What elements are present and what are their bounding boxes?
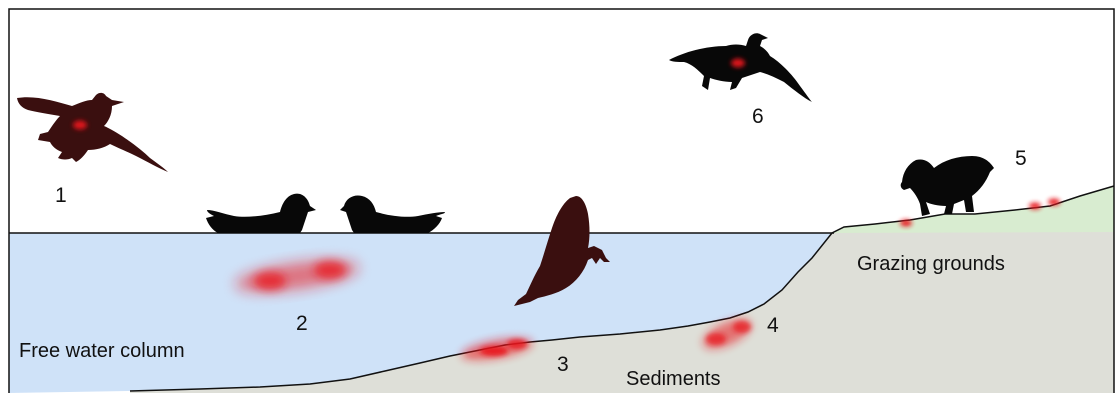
hotspot-1 bbox=[73, 121, 87, 130]
grazing-grounds-label: Grazing grounds bbox=[857, 253, 1005, 276]
label-2: 2 bbox=[296, 312, 308, 336]
label-3: 3 bbox=[557, 353, 569, 377]
label-1: 1 bbox=[55, 184, 67, 208]
label-6: 6 bbox=[752, 105, 764, 129]
free-water-column-label: Free water column bbox=[19, 340, 185, 363]
label-5: 5 bbox=[1015, 147, 1027, 171]
sediments-label: Sediments bbox=[626, 368, 721, 391]
hotspot-6 bbox=[731, 59, 745, 68]
label-4: 4 bbox=[767, 314, 779, 338]
